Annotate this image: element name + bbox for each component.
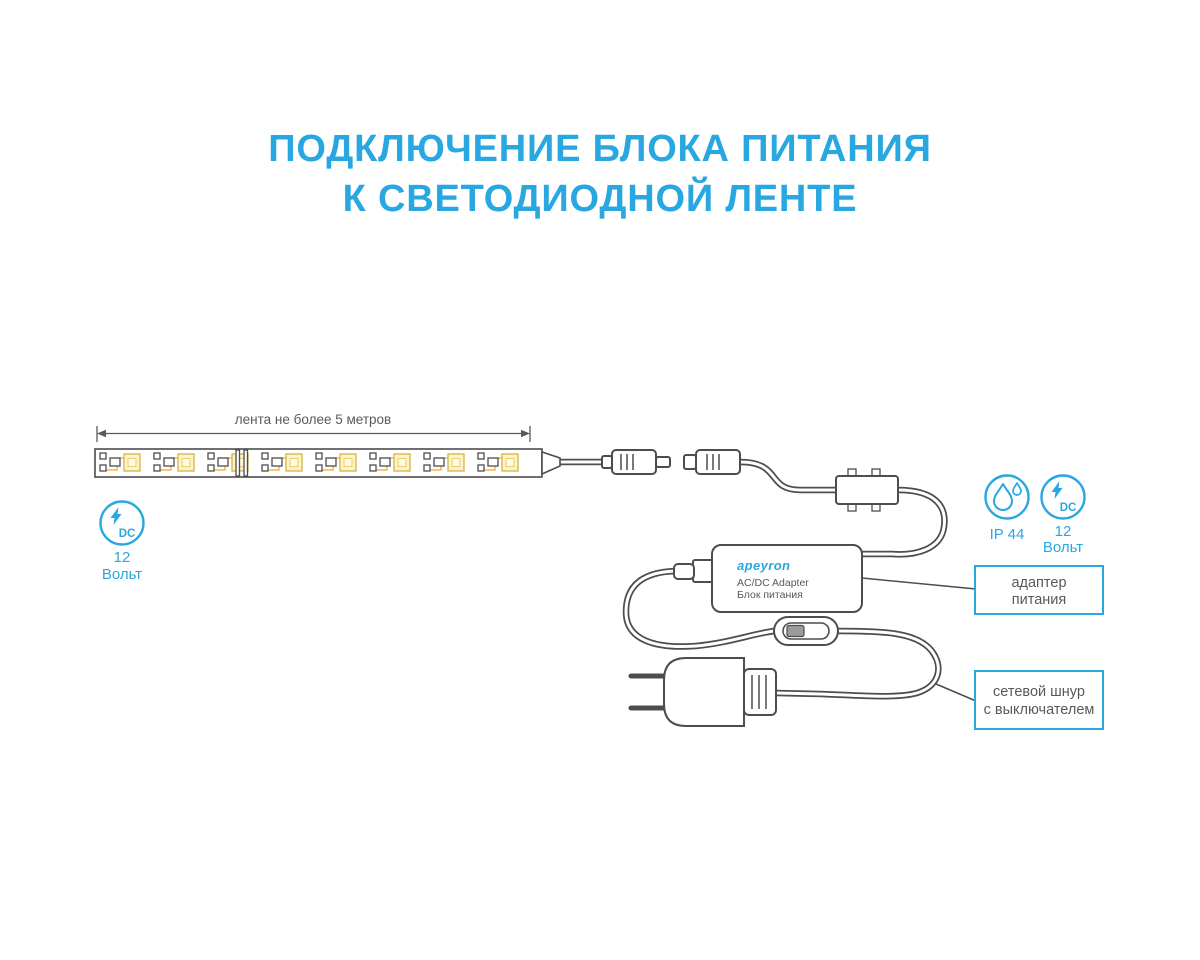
adapter-input-plug (673, 563, 695, 580)
page-title: ПОДКЛЮЧЕНИЕ БЛОКА ПИТАНИЯ К СВЕТОДИОДНОЙ… (0, 124, 1200, 224)
dc-voltage-badge-right: DC 12 Вольт (1040, 474, 1086, 556)
adapter-brand: apeyron (737, 558, 790, 573)
power-adapter: apeyron AC/DC Adapter Блок питания (673, 544, 863, 613)
callout-cord-line-1: сетевой шнур (993, 684, 1085, 700)
led-strip (94, 448, 561, 478)
strip-length-label: лента не более 5 метров (235, 412, 391, 427)
lightning-icon (110, 507, 122, 525)
dc-plug-female (683, 449, 741, 475)
inline-switch (773, 616, 839, 646)
inline-connector-block (835, 468, 899, 512)
voltage-unit: Вольт (1043, 539, 1083, 556)
strip-end-taper (541, 450, 561, 476)
ip-rating-label: IP 44 (990, 526, 1025, 543)
dc-label: DC (1060, 502, 1077, 514)
plug-body (663, 657, 745, 727)
adapter-input-neck (692, 559, 714, 583)
plug-neck (743, 668, 777, 716)
switch-toggle (786, 624, 805, 638)
adapter-type-label: AC/DC Adapter (737, 577, 809, 589)
callout-cord: сетевой шнур с выключателем (935, 670, 1104, 730)
adapter-name-label: Блок питания (737, 589, 803, 601)
dc-voltage-badge-left: DC 12 Вольт (99, 500, 145, 583)
strip-length-dimension: лента не более 5 метров (96, 412, 531, 442)
callout-cord-line-2: с выключателем (984, 702, 1095, 718)
callout-adapter-line-2: питания (1012, 592, 1066, 608)
page-title-line-1: ПОДКЛЮЧЕНИЕ БЛОКА ПИТАНИЯ (268, 128, 932, 170)
badge-circle (99, 500, 145, 546)
power-plug (628, 657, 777, 727)
callout-adapter-line-1: адаптер (1011, 575, 1066, 591)
voltage-value: 12 (114, 549, 131, 566)
callout-line (861, 577, 977, 590)
water-drop-small-icon (1012, 482, 1022, 496)
callout-adapter: адаптер питания (861, 565, 1104, 615)
dc-label: DC (119, 528, 136, 540)
strip-cut-joint (235, 449, 249, 477)
ip44-badge: IP 44 (984, 474, 1030, 543)
water-drop-icon (993, 483, 1013, 511)
voltage-unit: Вольт (102, 566, 142, 583)
callout-line (935, 683, 977, 702)
voltage-value: 12 (1055, 523, 1072, 540)
lightning-icon (1051, 481, 1063, 499)
dc-plug-male (601, 449, 671, 475)
badge-circle (1040, 474, 1086, 520)
cord-plug-to-block (740, 462, 838, 490)
page-title-line-2: К СВЕТОДИОДНОЙ ЛЕНТЕ (342, 178, 858, 221)
badge-circle (984, 474, 1030, 520)
